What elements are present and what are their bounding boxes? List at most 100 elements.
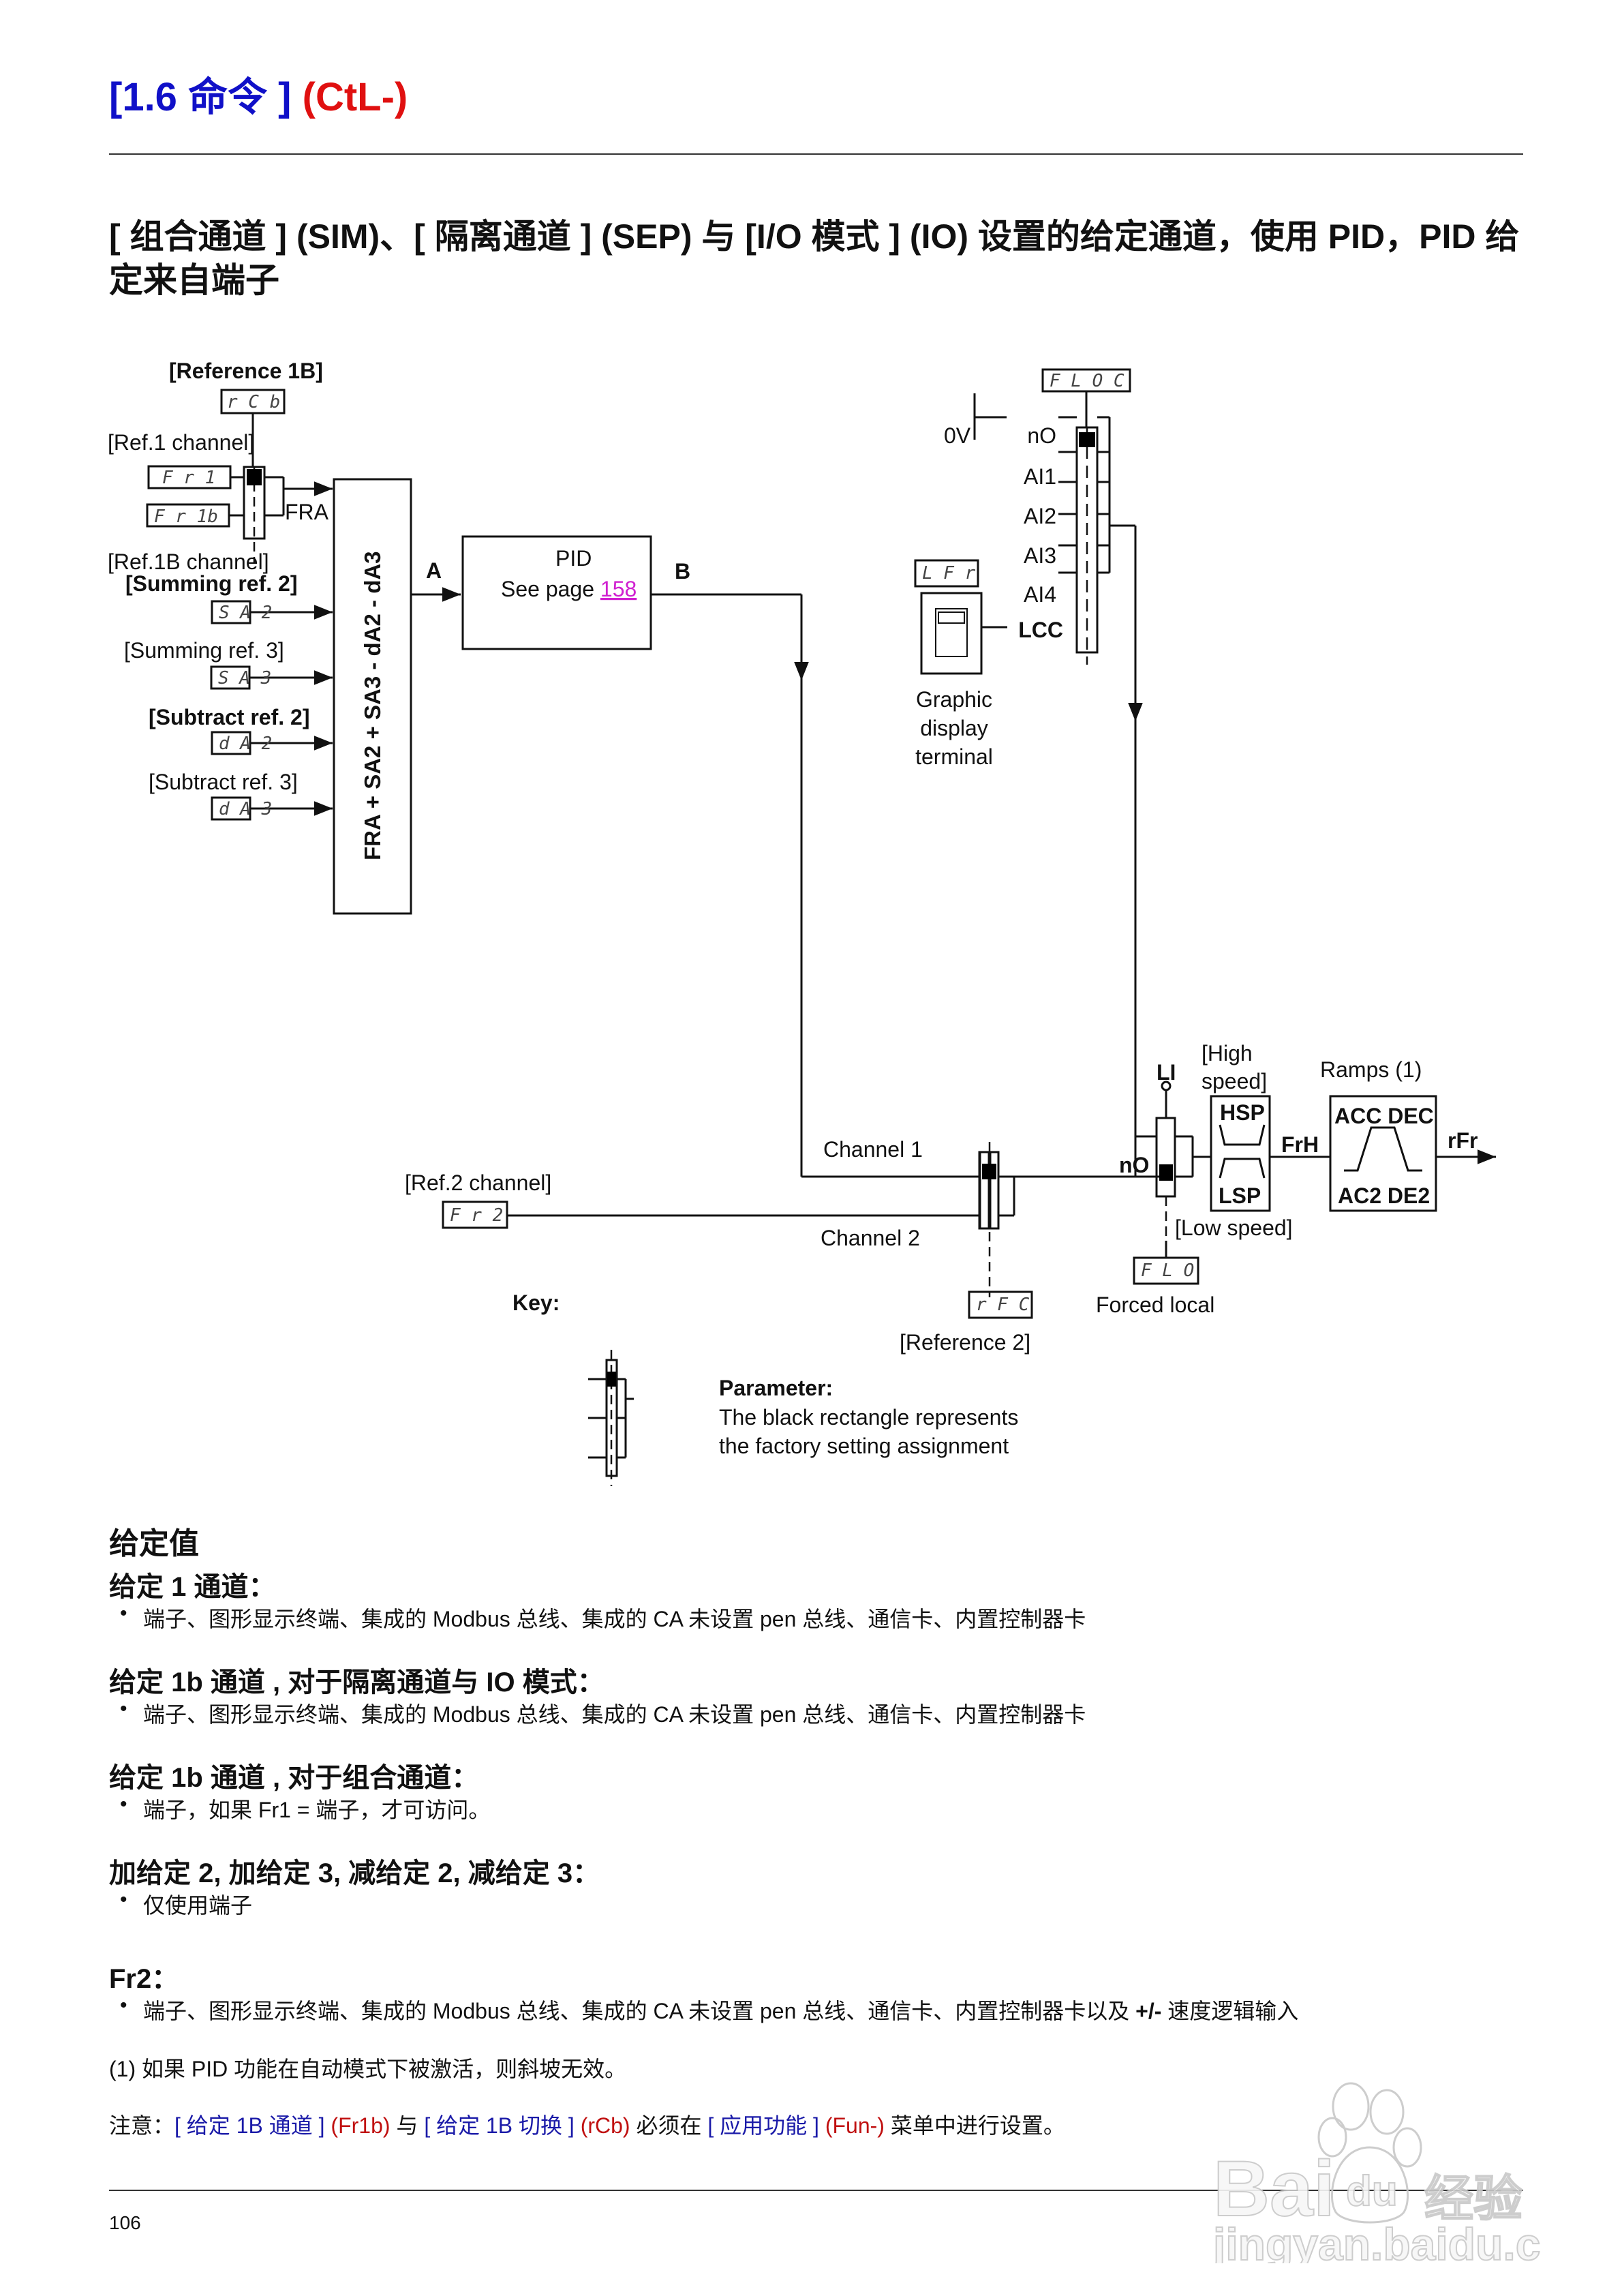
floc-code: F L O C xyxy=(1050,371,1124,391)
factory-setting-marker xyxy=(1079,432,1095,447)
summing-ref3-label: [Summing ref. 3] xyxy=(124,638,284,663)
paw-toe-icon xyxy=(1317,2117,1347,2158)
hsp-label: HSP xyxy=(1220,1100,1265,1125)
fr2-bullet-bold: +/- xyxy=(1135,1999,1162,2023)
header-divider xyxy=(109,153,1523,155)
setpoint-heading: 给定值 xyxy=(109,1527,199,1560)
list-item: 端子、图形显示终端、集成的 Modbus 总线、集成的 CA 未设置 pen 总… xyxy=(120,1602,1086,1633)
no-label: nO xyxy=(1119,1153,1149,1177)
sum-formula: FRA + SA2 + SA3 - dA2 - dA3 xyxy=(360,551,385,860)
lsp-label: LSP xyxy=(1219,1183,1261,1208)
paw-toe-icon xyxy=(1332,2082,1370,2131)
input-no-label: nO xyxy=(1027,423,1056,448)
watermark-brand-a: Bai xyxy=(1213,2145,1335,2233)
flo-box xyxy=(1133,1256,1199,1285)
low-speed-label: [Low speed] xyxy=(1175,1215,1293,1240)
note-text: 与 xyxy=(390,2113,425,2138)
channel2-label: Channel 2 xyxy=(821,1226,920,1250)
factory-setting-marker xyxy=(607,1372,616,1387)
zero-volt-label: 0V xyxy=(944,423,971,448)
lfr-box xyxy=(914,559,979,588)
input-ai2-label: AI2 xyxy=(1024,504,1056,528)
pid-see-page: See page 158 xyxy=(501,577,637,601)
reference-1b-label: [Reference 1B] xyxy=(169,359,323,383)
factory-setting-marker xyxy=(1159,1164,1173,1181)
section-title-1: 给定 1 通道： xyxy=(109,1572,276,1602)
fr1-code: F r 1 xyxy=(162,468,215,488)
ac2-de2-label: AC2 DE2 xyxy=(1338,1183,1430,1208)
watermark-brand-b: du xyxy=(1346,2168,1398,2215)
fra-label: FRA xyxy=(285,500,329,524)
page-title: [1.6 命令 ] (CtL-) xyxy=(109,65,408,122)
baidu-watermark: Bai du 经验 jingyan.baidu.com xyxy=(1199,2059,1608,2270)
parameter-desc-2: the factory setting assignment xyxy=(719,1434,1009,1458)
channel-switch xyxy=(979,1151,1000,1230)
input-lcc-label: LCC xyxy=(1018,618,1063,642)
note-menu-code: (Fun-) xyxy=(818,2113,885,2138)
pid-block xyxy=(461,535,652,650)
section-title-5: Fr2： xyxy=(109,1964,179,1994)
section-title-3: 给定 1b 通道 , 对于组合通道： xyxy=(109,1763,479,1793)
ref1b-channel-label: [Ref.1B channel] xyxy=(108,549,269,574)
subtract-ref3-label: [Subtract ref. 3] xyxy=(149,770,298,794)
acc-dec-label: ACC DEC xyxy=(1334,1104,1434,1128)
section-subtitle: [ 组合通道 ] (SIM)、[ 隔离通道 ] (SEP) 与 [I/O 模式 … xyxy=(109,217,1520,299)
footnote: (1) 如果 PID 功能在自动模式下被激活，则斜坡无效。 xyxy=(109,2057,627,2081)
fr1b-code: F r 1b xyxy=(154,507,218,527)
note-text: 菜单中进行设置。 xyxy=(884,2113,1065,2138)
parameter-desc-1: The black rectangle represents xyxy=(719,1405,1018,1430)
fr2-code: F r 2 xyxy=(450,1205,503,1226)
rfc-code: r F C xyxy=(976,1295,1030,1315)
input-ai1-label: AI1 xyxy=(1024,464,1056,489)
channel1-label: Channel 1 xyxy=(823,1137,923,1162)
section-title-4: 加给定 2, 加给定 3, 减给定 2, 减给定 3： xyxy=(109,1858,600,1888)
fr2-bullet-text: 端子、图形显示终端、集成的 Modbus 总线、集成的 CA 未设置 pen 总… xyxy=(143,1999,1136,2023)
paw-pad-icon xyxy=(1330,2146,1409,2224)
paw-toe-icon xyxy=(1369,2089,1405,2135)
sa3-code: S A 3 xyxy=(218,668,271,689)
section-title-2: 给定 1b 通道 , 对于隔离通道与 IO 模式： xyxy=(109,1667,605,1697)
list-item: 端子、图形显示终端、集成的 Modbus 总线、集成的 CA 未设置 pen 总… xyxy=(120,1697,1086,1729)
li-label: LI xyxy=(1157,1060,1176,1085)
ref2-channel-label: [Ref.2 channel] xyxy=(405,1170,551,1195)
point-b-label: B xyxy=(675,559,690,584)
subtract-ref2-label: [Subtract ref. 2] xyxy=(149,705,309,729)
graphic-terminal-icon xyxy=(920,592,983,675)
note-param-rcb-code: (rCb) xyxy=(574,2113,630,2138)
page-number: 106 xyxy=(109,2212,141,2233)
note-prefix: 注意： xyxy=(109,2113,175,2138)
high-speed-label-1: [High xyxy=(1202,1041,1253,1066)
rcb-code: r C b xyxy=(227,392,280,412)
parameter-title: Parameter: xyxy=(719,1376,833,1400)
section-number: [1.6 命令 ] xyxy=(109,75,292,119)
note-text: 必须在 xyxy=(630,2113,708,2138)
input-ai3-label: AI3 xyxy=(1024,543,1056,568)
fr2-bullet-tail: 速度逻辑输入 xyxy=(1161,1999,1299,2023)
rfc-box xyxy=(968,1290,1033,1319)
frh-label: FrH xyxy=(1281,1132,1319,1157)
factory-setting-marker xyxy=(982,1164,996,1179)
section-code: (CtL-) xyxy=(302,75,408,119)
factory-setting-marker xyxy=(247,469,262,485)
summing-ref2-label: [Summing ref. 2] xyxy=(125,571,297,596)
watermark-brand-cn: 经验 xyxy=(1424,2172,1522,2226)
pid-page-link[interactable]: 158 xyxy=(600,577,637,601)
note-menu-name: [ 应用功能 ] xyxy=(707,2113,819,2138)
input-ai4-label: AI4 xyxy=(1024,582,1056,607)
summing-block xyxy=(333,478,412,915)
graphic-terminal-label-3: terminal xyxy=(915,744,993,769)
ramps-label: Ramps (1) xyxy=(1320,1057,1422,1082)
pid-see-page-text: See page xyxy=(501,577,600,601)
da2-code: d A 2 xyxy=(219,734,272,754)
lfr-code: L F r xyxy=(922,563,976,584)
list-item: 仅使用端子 xyxy=(120,1888,252,1920)
pid-title: PID xyxy=(555,546,592,571)
forced-local-switch xyxy=(1155,1117,1176,1198)
da3-code: d A 3 xyxy=(219,799,272,819)
note-param-fr1b-code: (Fr1b) xyxy=(324,2113,391,2138)
graphic-terminal-label-2: display xyxy=(920,716,988,740)
footer-divider xyxy=(109,2190,1523,2191)
note-param-fr1b-name: [ 给定 1B 通道 ] xyxy=(174,2113,325,2138)
watermark-url: jingyan.baidu.com xyxy=(1212,2219,1540,2263)
sa2-code: S A 2 xyxy=(219,603,272,623)
